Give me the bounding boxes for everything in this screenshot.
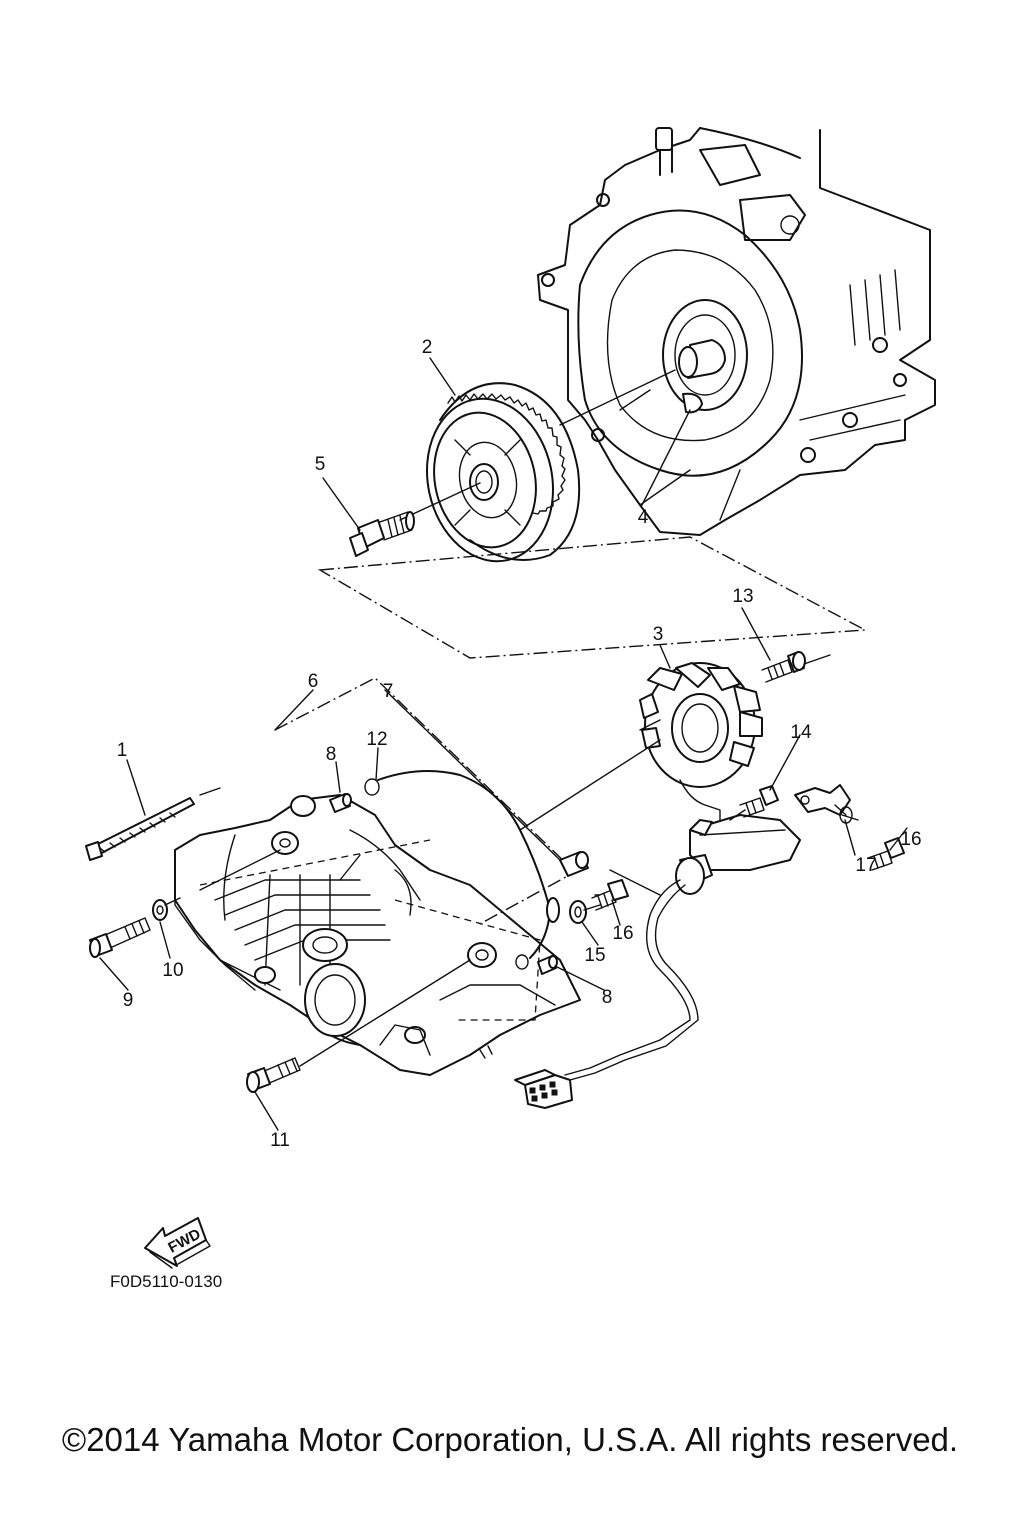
callout-11: 11	[270, 1130, 290, 1151]
callout-leaders	[99, 357, 908, 1131]
bolt-14	[739, 785, 779, 818]
callout-2: 2	[422, 337, 433, 358]
flywheel-bolt	[349, 511, 415, 557]
callout-13: 13	[732, 586, 753, 607]
callout-17: 17	[855, 855, 876, 876]
stator-bolt	[761, 651, 806, 683]
copyright-notice: ©2014 Yamaha Motor Corporation, U.S.A. A…	[62, 1421, 958, 1458]
engine-crankcase	[537, 127, 936, 536]
axis-line-crank	[559, 369, 676, 426]
pulser-coil-assembly	[564, 814, 801, 1081]
callout-16-right: 16	[900, 829, 921, 850]
callout-9: 9	[123, 990, 134, 1011]
callout-3: 3	[653, 624, 664, 645]
callout-16-center: 16	[612, 923, 633, 944]
hidden-line-cover-2	[199, 839, 431, 886]
stator-coil	[639, 662, 763, 831]
callout-15: 15	[584, 945, 605, 966]
flywheel-cover	[174, 794, 581, 1076]
callout-6: 6	[308, 671, 319, 692]
callout-12: 12	[366, 729, 387, 750]
flywheel-magneto-rotor	[426, 382, 581, 563]
dowel-pin-lower	[537, 955, 558, 975]
forward-direction-arrow: FWD	[144, 1217, 211, 1269]
assembly-group-frame	[317, 536, 868, 659]
cover-seal-gasket	[364, 770, 560, 970]
figure-code: F0D5110-0130	[110, 1272, 222, 1291]
callout-7: 7	[383, 681, 394, 702]
assembly-axis-lines	[164, 654, 831, 1067]
cable-tie	[85, 797, 195, 861]
washer-15	[569, 900, 587, 924]
bolt-16-right	[867, 837, 905, 871]
callout-1: 1	[117, 740, 128, 761]
collar	[559, 851, 589, 877]
callout-8-upper: 8	[326, 744, 337, 765]
washer-10	[152, 899, 168, 921]
callout-14: 14	[790, 722, 812, 743]
callout-5: 5	[315, 454, 326, 475]
cover-bolt-11	[246, 1057, 301, 1093]
dowel-pin-upper	[329, 793, 352, 813]
callout-10: 10	[162, 960, 183, 981]
callout-8-lower: 8	[602, 987, 613, 1008]
hidden-line-cover	[394, 899, 541, 1021]
wire-connector	[514, 1069, 573, 1109]
bolt-16-center	[591, 879, 629, 911]
cover-bolt-9	[89, 917, 151, 958]
callout-4: 4	[638, 507, 649, 528]
cover-group-frame	[274, 677, 577, 926]
bracket	[794, 784, 859, 824]
